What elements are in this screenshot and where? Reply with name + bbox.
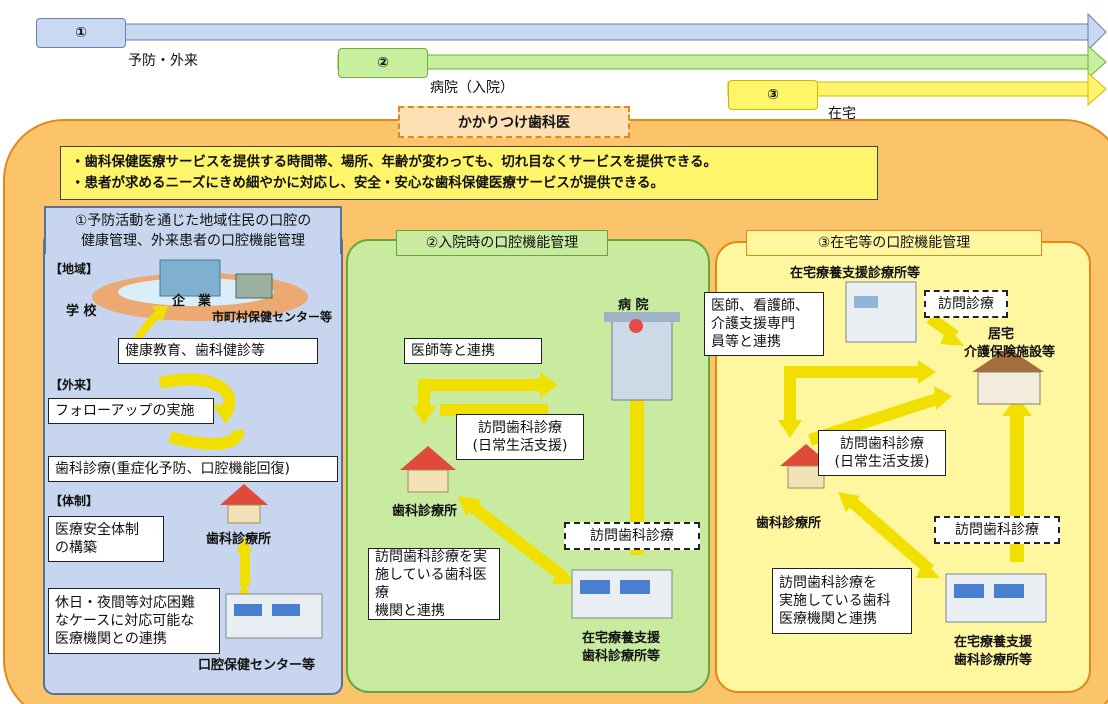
panel3-support-top-label: 在宅療養支援診療所等 <box>790 266 921 281</box>
panel1-safety-line1: 医療安全体制 <box>55 522 139 538</box>
panel1-region-label: 【地域】 <box>50 262 99 276</box>
panel2-clinic-label: 歯科診療所 <box>392 504 458 519</box>
panel2-coop-box: 訪問歯科診療を実 施している歯科医療 機関と連携 <box>368 548 500 620</box>
panel2-visit-dashed-text: 訪問歯科診療 <box>590 528 674 544</box>
phase-3-number: ③ <box>767 87 779 103</box>
panel3-visit-line1: 訪問歯科診療 <box>840 436 924 452</box>
support-clinic-building-icon-p3 <box>845 281 917 343</box>
panel3-visit-box: 訪問歯科診療 (日常生活支援) <box>818 430 946 476</box>
panel3-visit-line2: (日常生活支援) <box>834 454 930 470</box>
oral-center-building-icon <box>225 593 323 639</box>
support-clinic-building-icon-p3b <box>945 573 1047 623</box>
panel1-safety-line2: の構築 <box>55 540 97 556</box>
panel2-visit-dashed-box: 訪問歯科診療 <box>564 522 700 550</box>
panel3-visit-medical-text: 訪問診療 <box>938 296 994 312</box>
phase-1-badge: ① <box>36 18 126 48</box>
panel1-title-line2: 健康管理、外来患者の口腔機能管理 <box>81 233 305 249</box>
panel3-coop-line1: 訪問歯科診療を <box>779 575 877 591</box>
panel1-followup-text: フォローアップの実施 <box>55 403 195 419</box>
panel1-title-line1: ①予防活動を通じた地域住民の口腔の <box>74 213 312 229</box>
panel1-coop-line1: 休日・夜間等対応困難 <box>55 595 195 611</box>
clinic-house-icon-p1 <box>220 484 268 524</box>
panel3-home-line2: 介護保険施設等 <box>964 345 1056 360</box>
panel2-support-line2: 歯科診療所等 <box>582 649 661 664</box>
phase-2-number: ② <box>377 55 389 71</box>
panel3-visit-dashed-box: 訪問歯科診療 <box>934 516 1060 544</box>
panel1-coop-line3: 医療機関との連携 <box>55 631 167 647</box>
panel2-visit-line2: (日常生活支援) <box>472 438 568 454</box>
summary-line-1: ・歯科保健医療サービスを提供する時間帯、場所、年齢が変わっても、切れ目なくサービ… <box>71 154 717 170</box>
panel1-school-label: 学 校 <box>66 304 97 319</box>
home-care-house-icon <box>972 348 1044 405</box>
support-clinic-building-icon-p2 <box>571 569 673 619</box>
panel3-coop-line3: 医療機関と連携 <box>779 611 877 627</box>
hospital-building-icon <box>604 312 680 401</box>
phase-3-label: 在宅 <box>828 106 856 122</box>
panel1-system-label: 【体制】 <box>50 494 99 508</box>
panel2-support-line1: 在宅療養支援 <box>582 631 661 646</box>
panel2-title: ②入院時の口腔機能管理 <box>396 230 608 256</box>
panel1-company-label: 企 業 <box>172 294 212 309</box>
clinic-house-icon-p2 <box>400 446 456 493</box>
panel2-coop-line1: 訪問歯科診療を実 <box>375 549 487 565</box>
panel2-coop-line3: 機関と連携 <box>375 603 445 619</box>
panel1-health-center-label: 市町村保健センター等 <box>212 310 333 324</box>
phase-1-label: 予防・外来 <box>128 53 198 69</box>
panel1-oral-center-label: 口腔保健センター等 <box>198 658 316 673</box>
panel3-home-line1: 居宅 <box>988 327 1015 342</box>
panel1-coop-box: 休日・夜間等対応困難 なケースに対応可能な 医療機関との連携 <box>48 588 220 654</box>
panel2-visit-line1: 訪問歯科診療 <box>478 420 562 436</box>
panel1-outpatient-label: 【外来】 <box>50 378 99 392</box>
panel2-bg <box>346 239 710 693</box>
panel3-doctors-box: 医師、看護師、 介護支援専門 員等と連携 <box>704 292 824 356</box>
summary-box: ・歯科保健医療サービスを提供する時間帯、場所、年齢が変わっても、切れ目なくサービ… <box>60 146 878 200</box>
phase-arrow-3 <box>727 71 1107 107</box>
panel3-doctors-line1: 医師、看護師、 <box>711 298 809 314</box>
panel3-doctors-line3: 員等と連携 <box>711 334 781 350</box>
panel3-support-label: 在宅療養支援 歯科診療所等 <box>954 634 1032 670</box>
kakaritsuke-banner: かかりつけ歯科医 <box>398 106 630 138</box>
phase-arrow-1 <box>37 12 1107 52</box>
panel3-coop-box: 訪問歯科診療を 実施している歯科 医療機関と連携 <box>772 568 912 634</box>
panel3-visit-medical-box: 訪問診療 <box>924 290 1008 318</box>
panel2-doctor-coop-text: 医師等と連携 <box>411 343 495 359</box>
panel2-doctor-coop-box: 医師等と連携 <box>404 338 542 364</box>
phase-arrow-2 <box>337 44 1107 80</box>
phase-2-badge: ② <box>338 48 428 78</box>
panel1-safety-box: 医療安全体制 の構築 <box>48 516 164 562</box>
summary-line-2: ・患者が求めるニーズにきめ細やかに対応し、安全・安心な歯科保健医療サービスが提供… <box>71 175 665 191</box>
banner-title: かかりつけ歯科医 <box>457 115 571 131</box>
panel3-support-line2: 歯科診療所等 <box>954 653 1033 668</box>
panel1-treatment-box: 歯科診療(重症化予防、口腔機能回復) <box>48 456 338 482</box>
panel3-visit-dashed-text: 訪問歯科診療 <box>955 522 1039 538</box>
phase-1-number: ① <box>75 25 87 41</box>
phase-3-badge: ③ <box>728 80 818 110</box>
panel1-followup-box: フォローアップの実施 <box>48 398 214 424</box>
panel3-home-label: 居宅 介護保険施設等 <box>964 326 1055 362</box>
panel3-coop-line2: 実施している歯科 <box>779 593 891 609</box>
panel1-coop-line2: なケースに対応可能な <box>55 613 195 629</box>
panel3-support-line1: 在宅療養支援 <box>954 635 1033 650</box>
phase-2-label: 病院（入院） <box>430 80 514 96</box>
panel1-education-box: 健康教育、歯科健診等 <box>118 338 318 364</box>
panel2-coop-line2: 施している歯科医療 <box>375 567 487 601</box>
panel3-doctors-line2: 介護支援専門 <box>711 316 795 332</box>
panel3-clinic-label: 歯科診療所 <box>756 516 822 531</box>
panel2-hospital-label: 病 院 <box>618 298 649 313</box>
panel3-title-text: ③在宅等の口腔機能管理 <box>817 235 971 251</box>
panel1-treatment-text: 歯科診療(重症化予防、口腔機能回復) <box>55 461 290 477</box>
panel2-title-text: ②入院時の口腔機能管理 <box>425 235 579 251</box>
panel1-education-text: 健康教育、歯科健診等 <box>125 343 265 359</box>
panel1-clinic-label: 歯科診療所 <box>206 532 272 547</box>
panel2-visit-box: 訪問歯科診療 (日常生活支援) <box>456 414 584 460</box>
panel2-support-label: 在宅療養支援 歯科診療所等 <box>582 630 660 666</box>
panel3-title: ③在宅等の口腔機能管理 <box>746 230 1042 256</box>
panel1-title: ①予防活動を通じた地域住民の口腔の 健康管理、外来患者の口腔機能管理 <box>44 206 342 254</box>
